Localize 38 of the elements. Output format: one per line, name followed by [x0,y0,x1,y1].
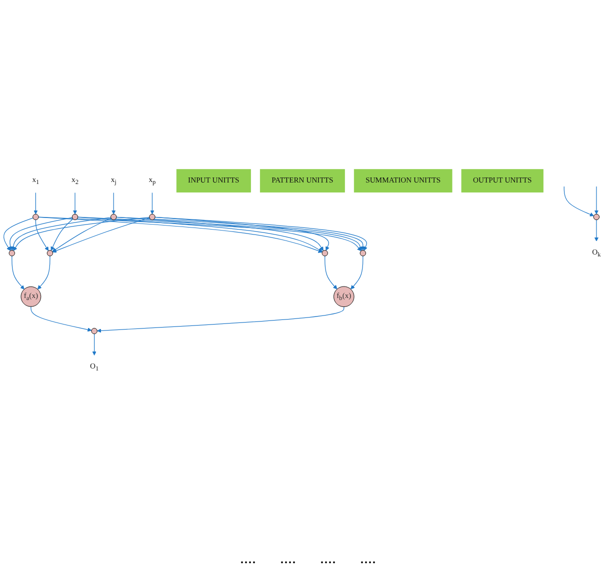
node-circle [8,250,15,256]
arrow [11,217,112,251]
arrow [324,256,338,290]
arrow [594,220,599,242]
arrow [52,218,150,253]
arrow [594,186,599,214]
node-circle [46,250,54,256]
arrow [52,218,112,252]
arrow [12,256,24,290]
node-circle [360,250,366,256]
arrow [34,192,38,214]
arrow [37,256,50,290]
node-circle [91,328,98,334]
node-circle [32,214,39,220]
arrow [4,218,34,251]
arrow [154,216,368,251]
arrow [13,216,150,251]
node-circle [322,250,328,256]
arrow [564,186,594,216]
ellipsis-text: .... [240,550,256,568]
arrow [30,306,92,332]
arrow [92,334,96,356]
arrow [72,192,78,214]
node-circle [149,214,156,220]
arrow [350,256,364,290]
node-circle [110,214,117,220]
arrow [50,218,74,251]
node-circle [593,214,600,220]
arrow [35,220,49,251]
node-circle [72,214,78,220]
arrow [116,216,366,250]
ellipsis-text: .... [360,550,376,568]
arrow [96,306,344,333]
arrow [112,192,116,214]
ellipsis-text: .... [280,550,296,568]
ellipsis-text: .... [320,550,336,568]
arrow [150,192,154,214]
arrow [8,217,73,251]
